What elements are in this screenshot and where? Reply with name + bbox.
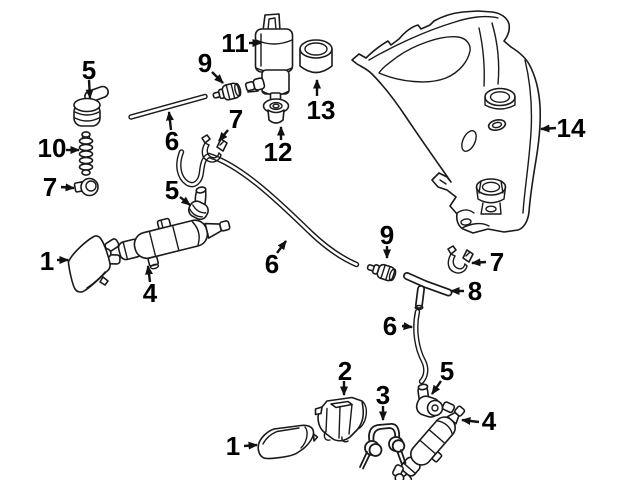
washer-pump bbox=[247, 13, 294, 106]
svg-text:6: 6 bbox=[165, 126, 179, 156]
svg-text:6: 6 bbox=[265, 249, 279, 279]
callout-11-washer-pump: 11 bbox=[221, 28, 262, 58]
callout-7-hose-clip-right: 7 bbox=[471, 247, 504, 277]
callout-9-connector-valve-top: 9 bbox=[198, 48, 224, 84]
svg-text:2: 2 bbox=[338, 356, 352, 386]
elbow-connector-bottom bbox=[415, 383, 456, 418]
svg-text:5: 5 bbox=[165, 175, 179, 205]
svg-text:7: 7 bbox=[43, 172, 57, 202]
svg-text:4: 4 bbox=[482, 406, 497, 436]
callout-13-grommet-sleeve: 13 bbox=[307, 79, 336, 125]
hose-vertical bbox=[413, 308, 429, 385]
washer-cover-left bbox=[67, 235, 111, 293]
callout-10-barbed-coupler: 10 bbox=[38, 133, 80, 163]
callout-6-hose-vertical: 6 bbox=[383, 311, 413, 341]
washer-actuator-left bbox=[101, 217, 231, 270]
callout-12-grommet: 12 bbox=[264, 126, 293, 167]
callout-5-elbow-connector-left: 5 bbox=[82, 55, 96, 99]
barbed-coupler bbox=[78, 131, 94, 176]
svg-text:7: 7 bbox=[229, 104, 243, 134]
pump-port-barb bbox=[244, 77, 266, 92]
callout-14-washer-reservoir: 14 bbox=[540, 113, 586, 143]
svg-text:3: 3 bbox=[376, 380, 390, 410]
svg-text:4: 4 bbox=[143, 278, 158, 308]
callout-4-washer-actuator-right: 4 bbox=[461, 406, 497, 436]
svg-text:10: 10 bbox=[38, 133, 67, 163]
hose-straight bbox=[128, 93, 208, 120]
elbow-connector-mid bbox=[187, 186, 209, 221]
t-connector bbox=[403, 272, 453, 311]
washer-actuator-right bbox=[392, 405, 466, 480]
connector-valve-top bbox=[212, 82, 242, 101]
svg-text:14: 14 bbox=[557, 113, 586, 143]
grommet bbox=[262, 98, 290, 124]
callout-5-elbow-connector-bottom: 5 bbox=[431, 356, 454, 395]
svg-text:9: 9 bbox=[380, 220, 394, 250]
callout-7-hose-clip-mid: 7 bbox=[218, 104, 243, 142]
hose-curved bbox=[176, 149, 360, 268]
svg-text:5: 5 bbox=[440, 356, 454, 386]
callout-7-ring-clamp: 7 bbox=[43, 172, 75, 202]
svg-text:9: 9 bbox=[198, 48, 212, 78]
bracket bbox=[314, 396, 368, 443]
spring bbox=[359, 423, 407, 470]
elbow-connector-left bbox=[73, 85, 109, 127]
svg-text:1: 1 bbox=[226, 431, 240, 461]
hose-clip-right bbox=[447, 245, 474, 274]
callout-1-washer-cover-left: 1 bbox=[40, 246, 69, 276]
washer-reservoir bbox=[351, 10, 542, 234]
callout-6-hose-straight: 6 bbox=[165, 111, 179, 156]
ring-clamp bbox=[73, 177, 99, 197]
callout-9-connector-valve-right: 9 bbox=[380, 220, 394, 259]
svg-text:1: 1 bbox=[40, 246, 54, 276]
svg-text:8: 8 bbox=[468, 276, 482, 306]
svg-text:7: 7 bbox=[490, 247, 504, 277]
callout-2-bracket: 2 bbox=[338, 356, 352, 396]
svg-text:5: 5 bbox=[82, 55, 96, 85]
callout-8-t-connector: 8 bbox=[450, 276, 482, 306]
svg-text:12: 12 bbox=[264, 137, 293, 167]
callout-1-washer-cover-bottom: 1 bbox=[226, 431, 258, 461]
svg-text:11: 11 bbox=[221, 28, 249, 58]
washer-cover-bottom bbox=[257, 424, 319, 460]
callout-4-washer-actuator-left: 4 bbox=[143, 265, 158, 308]
svg-text:6: 6 bbox=[383, 311, 397, 341]
connector-valve-right bbox=[366, 263, 397, 282]
grommet-sleeve bbox=[299, 39, 333, 74]
callout-6-hose-curved: 6 bbox=[265, 240, 287, 279]
svg-text:13: 13 bbox=[307, 95, 336, 125]
callout-5-elbow-connector-mid: 5 bbox=[165, 175, 191, 206]
callout-3-spring: 3 bbox=[376, 380, 390, 421]
